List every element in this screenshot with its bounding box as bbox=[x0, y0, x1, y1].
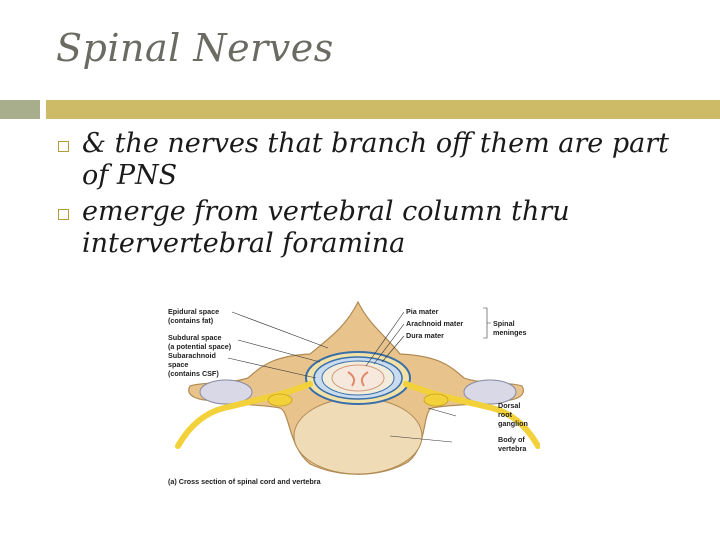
label-subarachnoid-2: space bbox=[168, 360, 188, 369]
left-labels: Epidural space (contains fat) Subdural s… bbox=[168, 307, 232, 378]
svg-text:Subarachnoid: Subarachnoid bbox=[168, 351, 216, 360]
label-subarachnoid-note: (contains CSF) bbox=[168, 369, 219, 378]
accent-bar bbox=[46, 100, 720, 119]
label-meninges: meninges bbox=[493, 328, 527, 337]
label-ganglion: ganglion bbox=[498, 419, 528, 428]
label-pia: Pia mater bbox=[406, 307, 439, 316]
bullet-box-icon bbox=[58, 209, 69, 220]
label-dorsal: Dorsal bbox=[498, 401, 520, 410]
svg-text:space: space bbox=[168, 360, 188, 369]
bullet-list: & the nerves that branch off them are pa… bbox=[58, 128, 678, 264]
svg-text:ganglion: ganglion bbox=[498, 419, 528, 428]
svg-text:vertebra: vertebra bbox=[498, 444, 527, 453]
label-subdural: Subdural space bbox=[168, 333, 222, 342]
label-arachnoid: Arachnoid mater bbox=[406, 319, 463, 328]
bullet-text: emerge from vertebral column thru interv… bbox=[82, 196, 570, 259]
label-subdural-note: (a potential space) bbox=[168, 342, 232, 351]
label-subarachnoid: Subarachnoid bbox=[168, 351, 216, 360]
svg-text:(a potential space): (a potential space) bbox=[168, 342, 232, 351]
bullet-item: & the nerves that branch off them are pa… bbox=[58, 128, 678, 192]
svg-text:Subdural space: Subdural space bbox=[168, 333, 222, 342]
slide-title: Spinal Nerves bbox=[56, 26, 334, 70]
label-root: root bbox=[498, 410, 513, 419]
vertebra-drawing bbox=[175, 300, 540, 475]
label-vertebra: vertebra bbox=[498, 444, 527, 453]
label-spinal: Spinal bbox=[493, 319, 515, 328]
bullet-box-icon bbox=[58, 141, 69, 152]
svg-text:(contains fat): (contains fat) bbox=[168, 316, 214, 325]
label-body-of: Body of bbox=[498, 435, 525, 444]
svg-text:Arachnoid mater: Arachnoid mater bbox=[406, 319, 463, 328]
figure-caption: (a) Cross section of spinal cord and ver… bbox=[168, 477, 322, 486]
svg-text:(a) Cross section of spinal co: (a) Cross section of spinal cord and ver… bbox=[168, 477, 322, 486]
label-epidural: Epidural space bbox=[168, 307, 219, 316]
spinal-diagram: Epidural space (contains fat) Subdural s… bbox=[168, 300, 540, 486]
svg-text:Body of: Body of bbox=[498, 435, 525, 444]
bullet-item: emerge from vertebral column thru interv… bbox=[58, 196, 678, 260]
svg-text:Dorsal: Dorsal bbox=[498, 401, 520, 410]
bullet-text: & the nerves that branch off them are pa… bbox=[82, 128, 669, 191]
label-dura: Dura mater bbox=[406, 331, 444, 340]
label-epidural-note: (contains fat) bbox=[168, 316, 214, 325]
svg-text:Epidural space: Epidural space bbox=[168, 307, 219, 316]
svg-text:Dura mater: Dura mater bbox=[406, 331, 444, 340]
accent-block bbox=[0, 100, 40, 119]
svg-text:root: root bbox=[498, 410, 513, 419]
svg-text:(contains CSF): (contains CSF) bbox=[168, 369, 219, 378]
right-labels: Pia mater Arachnoid mater Dura mater Spi… bbox=[406, 307, 528, 453]
svg-text:Pia mater: Pia mater bbox=[406, 307, 439, 316]
spinal-cross-section-figure: Epidural space (contains fat) Subdural s… bbox=[160, 296, 540, 492]
svg-text:Spinal: Spinal bbox=[493, 319, 515, 328]
svg-text:meninges: meninges bbox=[493, 328, 527, 337]
leader-lines bbox=[227, 307, 491, 443]
